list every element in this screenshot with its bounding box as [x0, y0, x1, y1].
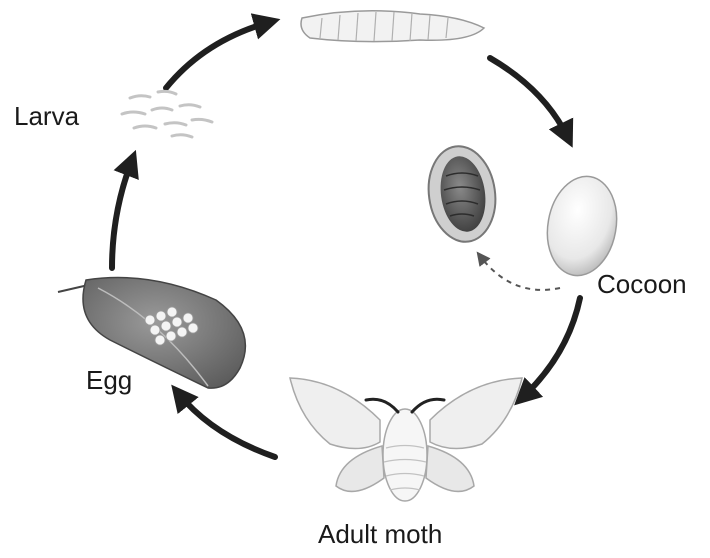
cocoon-illustration — [540, 171, 624, 281]
pupa-in-cocoon-illustration — [423, 142, 502, 246]
arrow-cocoon-to-adult — [522, 298, 580, 398]
arrow-adult-to-egg — [178, 393, 275, 457]
arrow-cocoon-to-pupa-dashed — [480, 256, 560, 290]
label-larva: Larva — [14, 101, 79, 132]
adult-moth-illustration — [290, 378, 522, 501]
label-cocoon: Cocoon — [597, 269, 687, 300]
caterpillar-illustration — [301, 11, 484, 42]
label-egg: Egg — [86, 365, 132, 396]
small-larvae-illustration — [122, 91, 212, 137]
arrow-caterpillar-to-cocoon — [490, 58, 568, 138]
arrow-larva-to-caterpillar — [166, 22, 270, 88]
label-adult-moth: Adult moth — [318, 519, 442, 550]
arrow-egg-to-larva — [112, 160, 132, 268]
